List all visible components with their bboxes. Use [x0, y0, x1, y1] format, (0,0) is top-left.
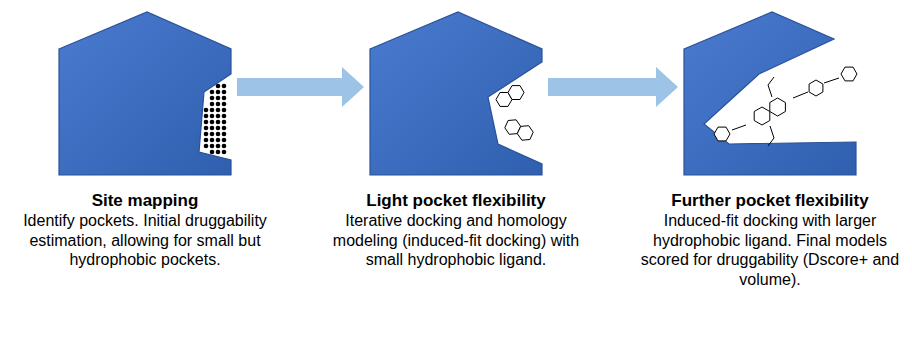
stage-description: Iterative docking and homology modeling … — [316, 211, 596, 270]
stage-description: Induced-fit docking with larger hydropho… — [635, 211, 905, 289]
stage-title: Site mapping — [0, 191, 290, 211]
stage-title: Light pocket flexibility — [316, 191, 596, 211]
pocket-shape — [684, 12, 856, 175]
stage-node: Site mappingIdentify pockets. Initial dr… — [0, 12, 290, 270]
pocket-shape — [370, 12, 542, 175]
stage-description: Identify pockets. Initial druggability e… — [0, 211, 290, 270]
stage-node: Further pocket flexibilityInduced-fit do… — [635, 12, 905, 289]
block-arrow — [237, 67, 364, 107]
block-arrow — [548, 67, 678, 107]
pocket-shape — [59, 12, 231, 175]
stage-title: Further pocket flexibility — [635, 191, 905, 211]
stage-node: Light pocket flexibilityIterative dockin… — [316, 12, 596, 270]
